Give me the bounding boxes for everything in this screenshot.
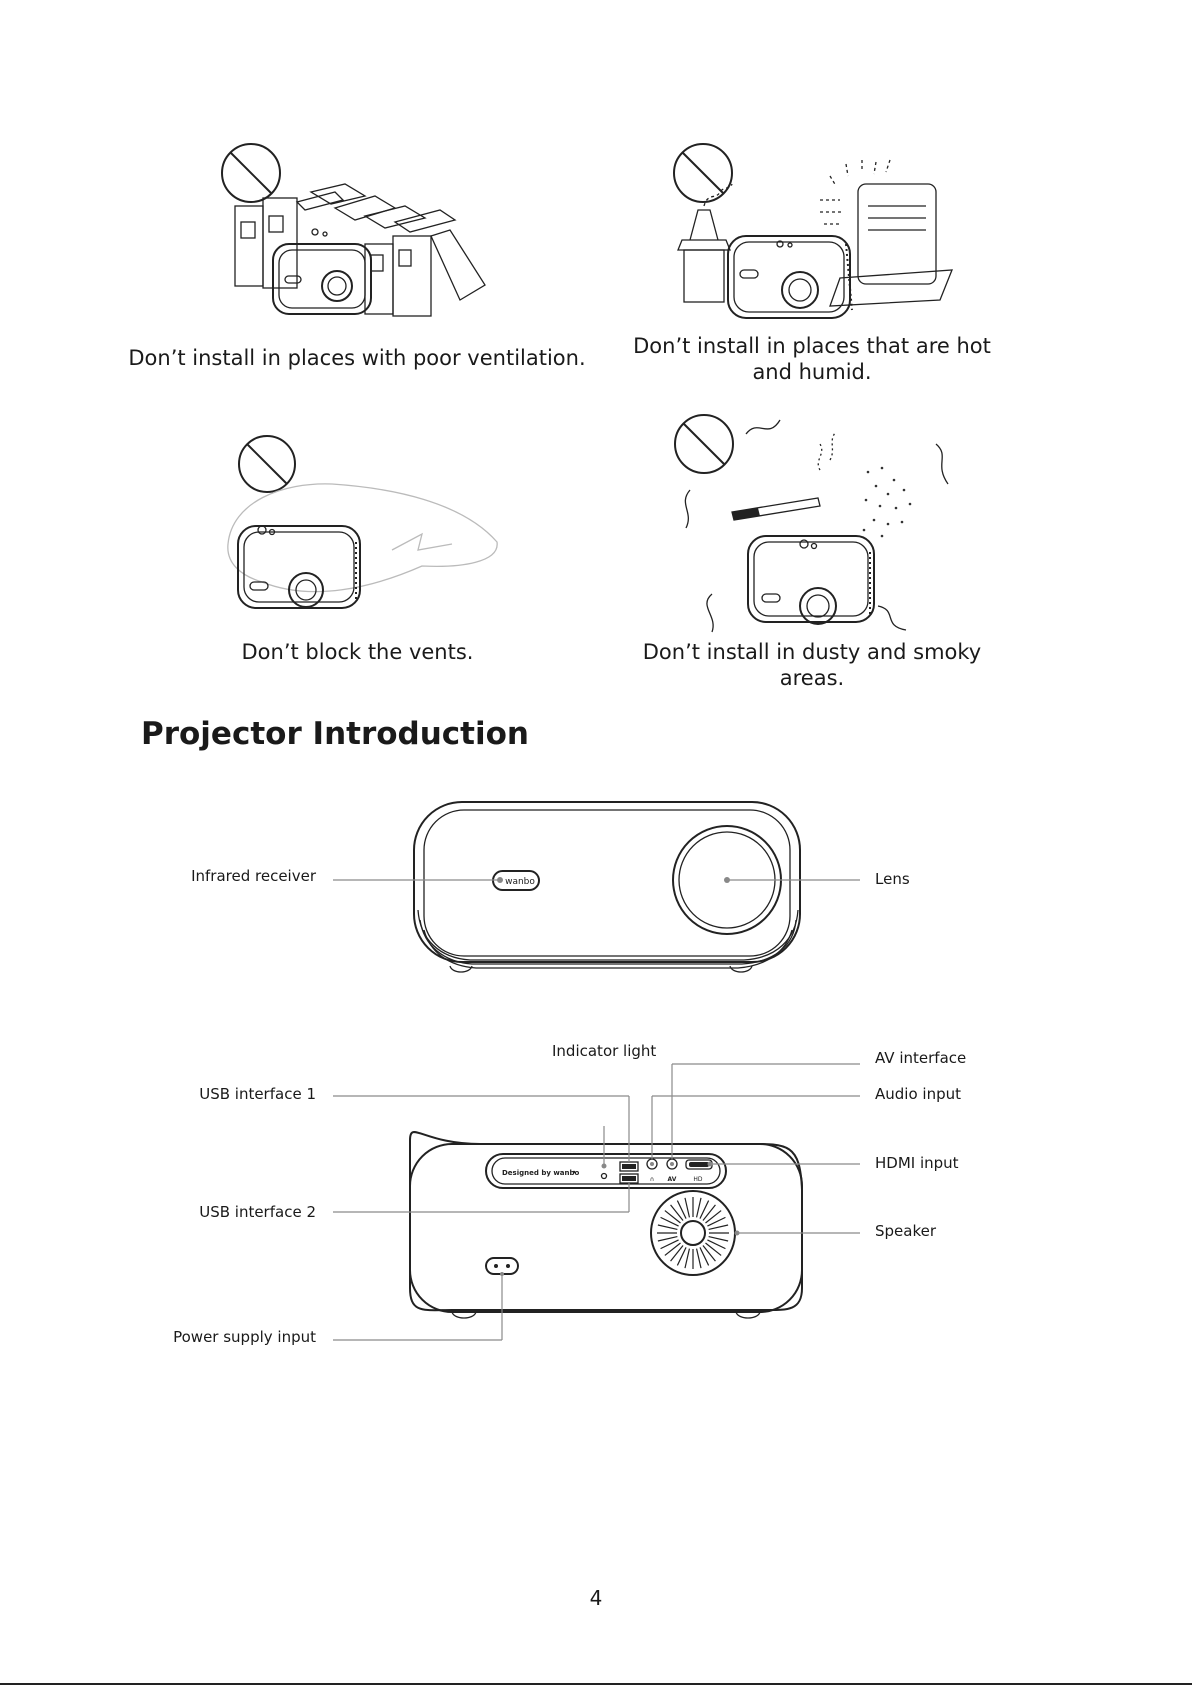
projector-front-diagram: wanbo [333, 801, 860, 973]
warning-dust-illustration [674, 414, 949, 633]
projector-back-diagram: Designed by wanbo ∩ AV HD [333, 1063, 860, 1341]
warning-humid-illustration [673, 143, 953, 319]
label-infrared-receiver: Infrared receiver [191, 867, 316, 885]
label-speaker: Speaker [875, 1222, 937, 1240]
page-number: 4 [589, 1586, 603, 1610]
label-power-supply-input: Power supply input [173, 1328, 316, 1346]
section-title: Projector Introduction [141, 716, 529, 752]
warning-caption-humid: Don’t install in places that are hot and… [633, 334, 991, 384]
label-audio-input: Audio input [875, 1085, 961, 1103]
label-usb-interface-1: USB interface 1 [199, 1085, 316, 1103]
prohibited-icon [674, 414, 734, 474]
warning-vents-illustration [227, 435, 498, 609]
prohibited-icon [673, 143, 733, 203]
prohibited-icon [238, 435, 296, 493]
label-hdmi-input: HDMI input [875, 1154, 959, 1172]
speaker-grille-icon [650, 1190, 740, 1276]
warning-caption-vents: Don’t block the vents. [241, 640, 474, 664]
label-lens: Lens [875, 870, 910, 888]
page-bottom-rule [0, 1683, 1192, 1685]
warning-caption-dust: Don’t install in dusty and smoky areas. [642, 640, 982, 690]
prohibited-icon [221, 143, 281, 203]
label-usb-interface-2: USB interface 2 [199, 1203, 316, 1221]
front-logo-text: wanbo [505, 877, 535, 887]
audio-port-mark: ∩ [650, 1176, 654, 1183]
back-panel-text: Designed by wanbo [502, 1169, 580, 1177]
hdmi-port-mark: HD [693, 1176, 703, 1183]
warning-ventilation-illustration [221, 143, 486, 317]
label-indicator-light: Indicator light [552, 1042, 657, 1060]
av-port-mark: AV [668, 1176, 677, 1183]
label-av-interface: AV interface [875, 1049, 967, 1067]
warning-caption-ventilation: Don’t install in places with poor ventil… [128, 346, 586, 370]
